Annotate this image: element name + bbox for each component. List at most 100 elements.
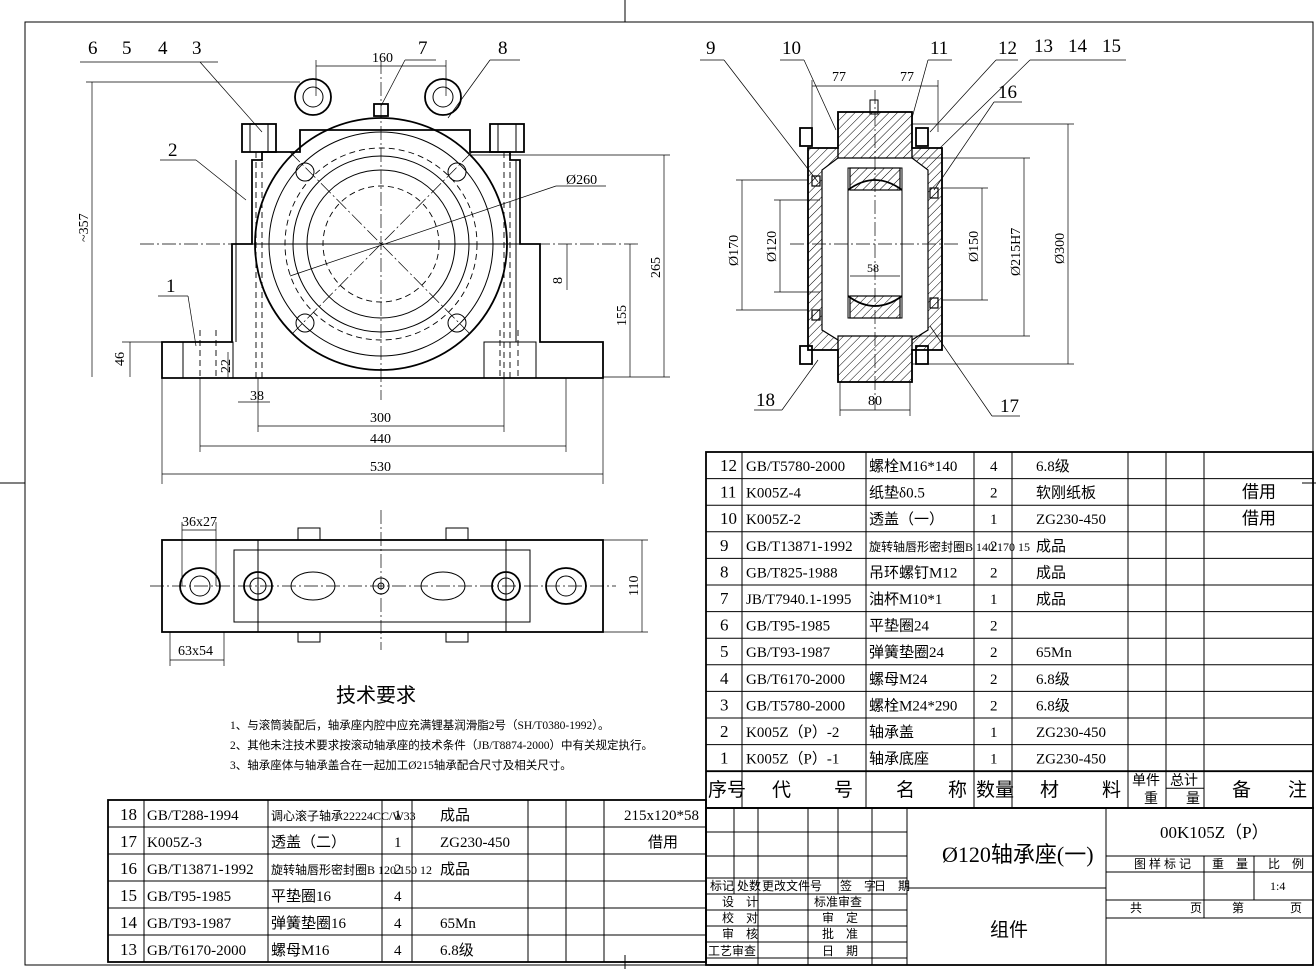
- dim-58: 58: [867, 261, 879, 275]
- bom-row-code: GB/T95-1985: [746, 619, 830, 635]
- bom-row-qty: 1: [394, 808, 402, 824]
- bom-row-name: 纸垫δ0.5: [869, 485, 925, 502]
- bom-row-material: 成品: [1036, 538, 1066, 555]
- drawing-subtitle: 组件: [990, 919, 1028, 941]
- bom-row-name: 调心滚子轴承22224CC/W33: [271, 808, 416, 823]
- front-view: [140, 60, 640, 400]
- tb-sheet-unit2: 页: [1290, 901, 1302, 915]
- bom-header-code: 代: [772, 779, 791, 801]
- bom-row-no: 4: [720, 669, 729, 688]
- tb-date2: 日 期: [822, 944, 858, 958]
- tb-date: 日 期: [874, 879, 910, 893]
- bom-row-name: 轴承盖: [869, 724, 914, 741]
- tb-design: 设 计: [722, 895, 758, 909]
- bom-row-code: GB/T93-1987: [746, 645, 831, 661]
- bom-row-material: 65Mn: [1036, 645, 1072, 661]
- callout-1: 1: [166, 276, 176, 297]
- bom-row-code: K005Z-4: [746, 486, 801, 502]
- bom-row-qty: 2: [990, 698, 998, 714]
- bom-row-material: 6.8级: [1036, 671, 1070, 688]
- tb-mark: 标记: [710, 879, 734, 893]
- bom-row-code: GB/T825-1988: [746, 565, 838, 581]
- bom-row-qty: 2: [990, 565, 998, 581]
- bom-row-code: GB/T6170-2000: [147, 943, 246, 959]
- callout-11: 11: [930, 38, 948, 59]
- bom-row-no: 13: [120, 940, 137, 959]
- bom-row-material: 6.8级: [1036, 458, 1070, 475]
- bom-row-qty: 2: [394, 862, 402, 878]
- callout-10: 10: [782, 38, 801, 59]
- dim-d300: Ø300: [1053, 233, 1068, 264]
- drawing-code: 00K105Z（P）: [1160, 823, 1269, 842]
- bom-row-material: 成品: [1036, 591, 1066, 608]
- bom-row-material: 6.8级: [1036, 697, 1070, 714]
- dim-80: 80: [868, 394, 882, 409]
- tb-tag-header: 图 样 标 记: [1134, 856, 1191, 871]
- bom-row-name: 透盖（一）: [869, 511, 944, 528]
- callout-15: 15: [1102, 36, 1121, 57]
- bom-row-code: GB/T13871-1992: [147, 862, 254, 878]
- bom-row-qty: 4: [990, 459, 998, 475]
- bom-row-code: GB/T93-1987: [147, 916, 232, 932]
- bom-row-no: 5: [720, 642, 729, 661]
- bom-row-no: 17: [120, 832, 138, 851]
- bom-row-code: GB/T5780-2000: [746, 459, 845, 475]
- bom-row-material: ZG230-450: [440, 835, 510, 851]
- bom-header-code: 号: [834, 780, 853, 801]
- callout-12: 12: [998, 38, 1017, 59]
- dim-d120: Ø120: [765, 231, 780, 262]
- bom-row-qty: 1: [990, 512, 998, 528]
- bom-header-total-weight: 总计: [1170, 773, 1198, 789]
- technical-requirements: 技术要求 1、与滚筒装配后，轴承座内腔中应充满锂基润滑脂2号（SH/T0380-…: [230, 684, 653, 772]
- tb-std-review: 标准审查: [814, 894, 862, 909]
- bom-row-code: K005Z（P）-1: [746, 751, 839, 768]
- bom-row-qty: 4: [394, 889, 402, 905]
- bom-row-qty: 1: [394, 835, 402, 851]
- bom-header-note: 注: [1288, 779, 1307, 801]
- bom-row-note: 借用: [648, 834, 678, 851]
- bom-header-name: 称: [948, 779, 967, 801]
- bom-row-code: GB/T6170-2000: [746, 672, 845, 688]
- bom-row-no: 3: [720, 695, 729, 714]
- bom-row-material: 成品: [1036, 564, 1066, 581]
- bom-header-no: 序号: [708, 779, 746, 801]
- bom-header-unit-weight: 单件: [1132, 773, 1160, 789]
- dim-77-right: 77: [900, 70, 914, 85]
- dim-8: 8: [551, 277, 566, 284]
- bom-row-material: 6.8级: [440, 942, 474, 959]
- bom-row-qty: 1: [990, 725, 998, 741]
- bom-row-no: 11: [720, 483, 736, 502]
- bom-row-name: 平垫圈24: [869, 618, 930, 635]
- top-view: [150, 510, 616, 650]
- dim-d150: Ø150: [967, 231, 982, 262]
- bom-row-material: ZG230-450: [1036, 725, 1106, 741]
- bom-row-qty: 2: [990, 619, 998, 635]
- bom-row-qty: 4: [394, 943, 402, 959]
- tech-req-title: 技术要求: [336, 684, 416, 707]
- tb-weight-header: 重 量: [1212, 857, 1248, 871]
- dim-77-left: 77: [832, 70, 846, 85]
- top-dimensions: 36x27 63x54 110: [169, 515, 648, 666]
- callout-8: 8: [498, 38, 508, 59]
- bom-row-no: 1: [720, 749, 729, 768]
- bom-row-qty: 2: [990, 672, 998, 688]
- callout-18: 18: [756, 390, 775, 411]
- dim-d260: Ø260: [566, 173, 597, 188]
- bom-row-no: 2: [720, 722, 729, 741]
- bom-row-code: K005Z-3: [147, 835, 202, 851]
- bom-row-note: 借用: [1242, 509, 1276, 528]
- bom-row-no: 9: [720, 536, 729, 555]
- bom-row-code: JB/T7940.1-1995: [746, 592, 851, 608]
- tb-sheet-no: 第: [1232, 901, 1244, 915]
- front-dimensions: 160 ~357 46 265 155 8 Ø260 22 38 300 440: [77, 51, 670, 484]
- bom-row-qty: 1: [990, 752, 998, 768]
- dim-265: 265: [649, 257, 664, 278]
- bom-row-material: 软刚纸板: [1036, 484, 1096, 502]
- tb-sheet-total: 共: [1130, 901, 1142, 915]
- bom-row-material: 65Mn: [440, 916, 476, 932]
- bom-row-name: 螺母M24: [869, 671, 928, 688]
- bom-row-no: 18: [120, 805, 137, 824]
